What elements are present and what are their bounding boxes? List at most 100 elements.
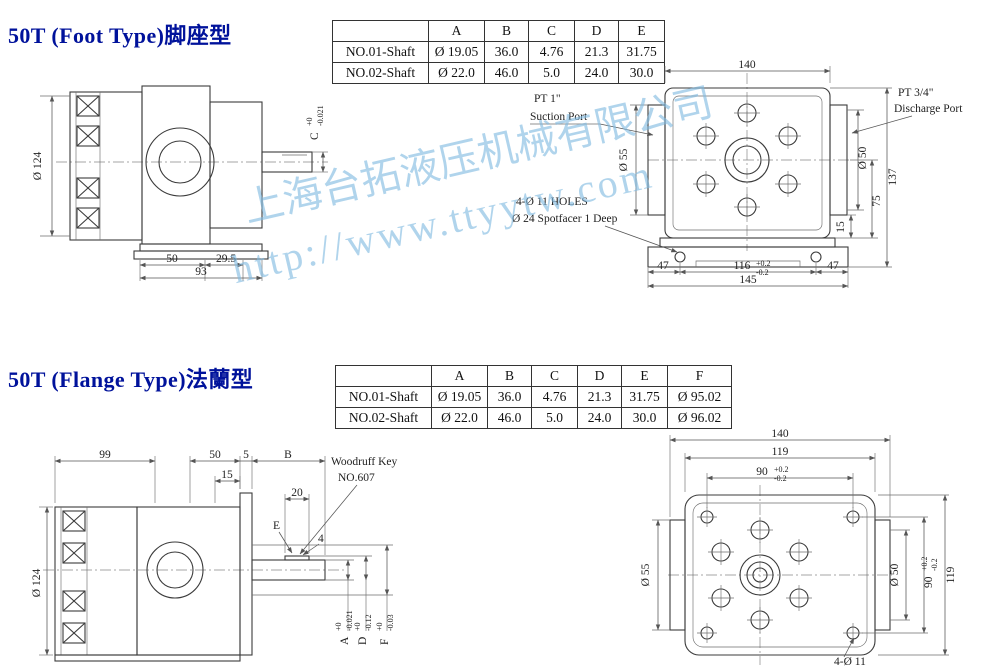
- table-row: NO.01-Shaft Ø 19.05 36.0 4.76 21.3 31.75: [332, 41, 665, 63]
- discharge-port-flange: [829, 104, 848, 216]
- flange-type-title: 50T (Flange Type)法蘭型: [8, 367, 254, 392]
- col-header-b: B: [484, 20, 529, 42]
- dim-a-tol-plus: +0: [334, 622, 343, 631]
- mounting-foot: [139, 243, 263, 252]
- table-header-row: A B C D E: [332, 20, 665, 42]
- flange-type-spec-table: A B C D E F NO.01-Shaft Ø 19.05 36.0 4.7…: [335, 365, 732, 429]
- dim-29-5: 29.5: [216, 253, 236, 265]
- dimensions: Ø 124 99 50 5 B 15 20 E 4 A +0 -0.021 D …: [31, 449, 395, 656]
- col-header-e: E: [618, 20, 665, 42]
- dim-f: F: [379, 639, 391, 645]
- dim-99: 99: [99, 449, 111, 461]
- cell: 21.3: [574, 41, 619, 63]
- col-header-a: A: [431, 365, 488, 387]
- pump-body-side: [43, 492, 347, 662]
- dim-47-right: 47: [827, 260, 839, 272]
- dim-4: 4: [318, 533, 324, 545]
- flange-type-side-view-drawing: Ø 124 99 50 5 B 15 20 E 4 A +0 -0.021 D …: [31, 449, 397, 662]
- row-label: NO.02-Shaft: [335, 407, 432, 429]
- corner-cell: [335, 365, 432, 387]
- cell: 24.0: [574, 62, 619, 84]
- dim-f-tol-plus: +0: [375, 622, 384, 631]
- dim-dia-124: Ø 124: [31, 569, 43, 598]
- holes-callout-label: 4-Ø 11 HOLES: [516, 196, 588, 208]
- dim-116: 116: [734, 260, 751, 272]
- cell: Ø 22.0: [431, 407, 488, 429]
- table-row: NO.01-Shaft Ø 19.05 36.0 4.76 21.3 31.75…: [335, 386, 732, 408]
- dim-5: 5: [243, 449, 249, 461]
- callouts: PT 1" Suction Port PT 3/4" Discharge Por…: [512, 87, 963, 253]
- col-header-a: A: [428, 20, 485, 42]
- dim-90-top: 90: [756, 466, 768, 478]
- table-header-row: A B C D E F: [335, 365, 732, 387]
- cell: Ø 22.0: [428, 62, 485, 84]
- dim-119-right: 119: [945, 566, 957, 583]
- dim-20: 20: [291, 487, 303, 499]
- row-label: NO.02-Shaft: [332, 62, 429, 84]
- cell: 24.0: [577, 407, 622, 429]
- dim-90-right: 90: [923, 576, 935, 588]
- dim-a: A: [339, 636, 351, 645]
- pump-body-side: [56, 85, 328, 260]
- cell: Ø 95.02: [667, 386, 732, 408]
- callouts: Woodruff Key NO.607: [299, 456, 397, 555]
- dim-50: 50: [166, 253, 178, 265]
- col-header-c: C: [531, 365, 578, 387]
- dim-116-tol-minus: -0.2: [756, 268, 769, 277]
- dim-90-top-tol-plus: +0.2: [774, 465, 789, 474]
- col-header-e: E: [621, 365, 668, 387]
- cell: 21.3: [577, 386, 622, 408]
- foot-type-side-view-drawing: Ø 124 C +0 -0.021 50 29.5 93: [32, 85, 328, 281]
- dim-75: 75: [871, 195, 883, 207]
- dim-47-left: 47: [657, 260, 669, 272]
- woodruff-key-label: Woodruff Key: [331, 456, 397, 468]
- col-header-d: D: [577, 365, 622, 387]
- dim-15: 15: [221, 469, 233, 481]
- dim-d-tol-plus: +0: [353, 622, 362, 631]
- cell: 36.0: [487, 386, 532, 408]
- col-header-f: F: [667, 365, 732, 387]
- pump-body-front: [668, 485, 892, 665]
- dim-145: 145: [739, 274, 757, 286]
- dim-90-top-tol-minus: -0.2: [774, 474, 787, 483]
- dim-dia-50: Ø 50: [857, 146, 869, 169]
- dim-dia-55: Ø 55: [618, 148, 630, 171]
- cell: Ø 19.05: [428, 41, 485, 63]
- dim-90-right-tol-minus: -0.2: [930, 558, 939, 571]
- dim-d: D: [357, 637, 369, 645]
- suction-port-flange: [647, 104, 666, 216]
- cell: Ø 19.05: [431, 386, 488, 408]
- dim-90-right-tol-plus: +0.2: [920, 556, 929, 571]
- col-header-d: D: [574, 20, 619, 42]
- foot-type-front-view-drawing: 140 Ø 55 Ø 50 15 75 137 47 116 +0.2 -0.2…: [512, 59, 963, 289]
- col-header-b: B: [487, 365, 532, 387]
- dim-f-tol-minus: -0.03: [386, 614, 395, 631]
- dim-140: 140: [771, 428, 789, 440]
- dim-c-tol-minus: -0.021: [316, 105, 325, 126]
- suction-port-size-label: PT 1": [534, 93, 561, 105]
- dim-a-tol-minus: -0.021: [345, 610, 354, 631]
- cell: 5.0: [531, 407, 578, 429]
- dimensions: 140 119 90 +0.2 -0.2 Ø 55 Ø 50 90 +0.2 -…: [640, 428, 957, 656]
- table-row: NO.02-Shaft Ø 22.0 46.0 5.0 24.0 30.0: [332, 62, 665, 84]
- spotfacer-callout-label: Ø 24 Spotfacer 1 Deep: [512, 213, 618, 225]
- discharge-port-label: Discharge Port: [894, 103, 963, 115]
- cell: 30.0: [618, 62, 665, 84]
- cell: Ø 96.02: [667, 407, 732, 429]
- cell: 5.0: [528, 62, 575, 84]
- dim-dia-124: Ø 124: [32, 152, 44, 181]
- dim-e: E: [273, 520, 280, 532]
- pump-body-front: [647, 73, 852, 268]
- dimensions: Ø 124 C +0 -0.021 50 29.5 93: [32, 95, 328, 281]
- suction-port-label: Suction Port: [530, 111, 588, 123]
- cell: 31.75: [621, 386, 668, 408]
- callouts: 4-Ø 11: [834, 637, 866, 668]
- woodruff-key: [284, 555, 310, 561]
- row-label: NO.01-Shaft: [335, 386, 432, 408]
- cell: 4.76: [528, 41, 575, 63]
- discharge-port-size-label: PT 3/4": [898, 87, 933, 99]
- cell: 46.0: [487, 407, 532, 429]
- dim-50: 50: [209, 449, 221, 461]
- flange-type-front-view-drawing: 140 119 90 +0.2 -0.2 Ø 55 Ø 50 90 +0.2 -…: [640, 428, 957, 668]
